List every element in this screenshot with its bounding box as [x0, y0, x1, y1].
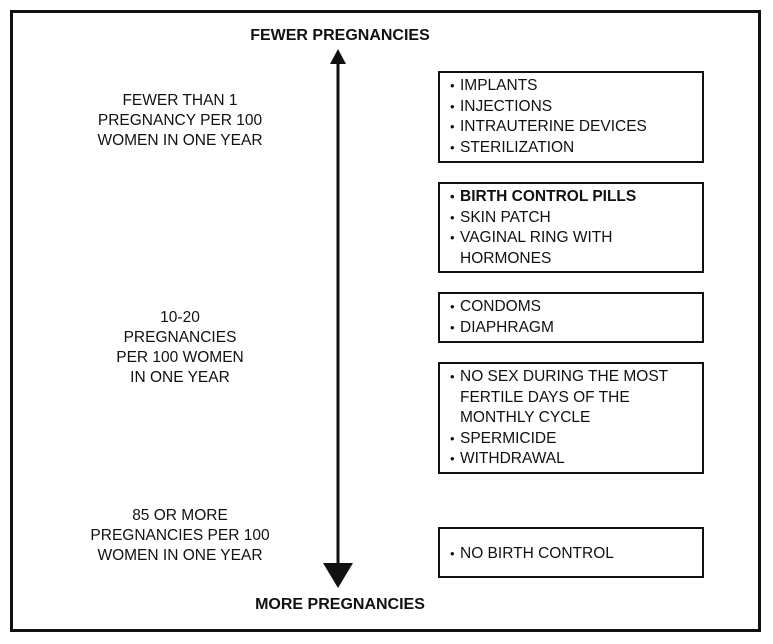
- bullet-icon: •: [450, 119, 455, 134]
- method-text: DIAPHRAGM: [460, 318, 554, 336]
- bullet-icon: •: [450, 451, 455, 466]
- method-text: INJECTIONS: [460, 97, 553, 115]
- diagram-frame: [10, 10, 761, 632]
- method-text: NO SEX DURING THE MOST FERTILE DAYS OF T…: [460, 368, 668, 426]
- method-text: IMPLANTS: [460, 77, 538, 94]
- method-text: VAGINAL RING WITH HORMONES: [460, 229, 613, 267]
- left-label-line: PREGNANCIES PER 100: [90, 527, 270, 544]
- bullet-icon: •: [450, 319, 455, 335]
- method-box-barrier: • CONDOMS • DIAPHRAGM: [438, 292, 704, 343]
- method-text: SPERMICIDE: [460, 429, 557, 447]
- method-box-none: • NO BIRTH CONTROL: [438, 527, 704, 578]
- left-label-fewer-than-1: FEWER THAN 1 PREGNANCY PER 100 WOMEN IN …: [50, 91, 310, 151]
- list-item: • INJECTIONS: [450, 97, 694, 118]
- list-item: • SKIN PATCH: [450, 208, 694, 229]
- list-item: • NO BIRTH CONTROL: [450, 544, 694, 565]
- method-box-behavioral: • NO SEX DURING THE MOST FERTILE DAYS OF …: [438, 362, 704, 474]
- bullet-icon: •: [450, 546, 455, 561]
- method-box-hormonal: • BIRTH CONTROL PILLS • SKIN PATCH • VAGINA…: [438, 182, 704, 273]
- bullet-icon: •: [450, 78, 455, 93]
- method-text: STERILIZATION: [460, 138, 575, 156]
- list-item: • CONDOMS: [450, 297, 694, 318]
- bullet-icon: •: [450, 299, 455, 314]
- left-label-line: IN ONE YEAR: [130, 369, 230, 386]
- method-text: INTRAUTERINE DEVICES: [460, 118, 647, 135]
- arrow-up-head-icon: [330, 49, 346, 64]
- left-label-line: FEWER THAN 1: [122, 92, 238, 109]
- bullet-icon: •: [450, 369, 455, 384]
- left-label-line: WOMEN IN ONE YEAR: [97, 547, 263, 564]
- list-item: • BIRTH CONTROL PILLS: [450, 187, 694, 208]
- fewer-pregnancies-label: FEWER PREGNANCIES: [250, 27, 430, 44]
- list-item: • SPERMICIDE: [450, 429, 694, 450]
- left-label-line: PREGNANCIES: [123, 329, 237, 346]
- list-item: • DIAPHRAGM: [450, 318, 694, 339]
- method-text: WITHDRAWAL: [460, 450, 565, 467]
- arrow-down-head-icon: [323, 563, 353, 588]
- list-item: • VAGINAL RING WITH HORMONES: [450, 228, 694, 269]
- more-pregnancies-label: MORE PREGNANCIES: [255, 596, 425, 613]
- left-label-line: PREGNANCY PER 100: [97, 112, 263, 129]
- left-label-85-or-more: 85 OR MORE PREGNANCIES PER 100 WOMEN IN …: [50, 506, 310, 566]
- list-item: • IMPLANTS: [450, 76, 694, 97]
- method-text: CONDOMS: [460, 298, 541, 315]
- method-text: BIRTH CONTROL PILLS: [460, 188, 637, 205]
- left-label-line: 85 OR MORE: [132, 507, 228, 524]
- bullet-icon: •: [450, 189, 455, 204]
- bullet-icon: •: [450, 139, 455, 155]
- left-label-line: PER 100 WOMEN: [116, 349, 244, 366]
- effectiveness-arrow: [323, 49, 353, 588]
- list-item: • STERILIZATION: [450, 138, 694, 159]
- list-item: • NO SEX DURING THE MOST FERTILE DAYS OF …: [450, 367, 694, 429]
- list-item: • INTRAUTERINE DEVICES: [450, 117, 694, 138]
- bullet-icon: •: [450, 230, 455, 245]
- left-label-10-20: 10-20 PREGNANCIES PER 100 WOMEN IN ONE Y…: [50, 308, 310, 388]
- left-label-line: WOMEN IN ONE YEAR: [97, 132, 263, 149]
- method-text: SKIN PATCH: [460, 208, 551, 226]
- bullet-icon: •: [450, 209, 455, 225]
- method-text: NO BIRTH CONTROL: [460, 545, 614, 562]
- method-box-most-effective: • IMPLANTS • INJECTIONS • INTRAUTERINE DEVI…: [438, 71, 704, 163]
- bullet-icon: •: [450, 430, 455, 446]
- bullet-icon: •: [450, 98, 455, 114]
- left-label-line: 10-20: [160, 309, 200, 326]
- list-item: • WITHDRAWAL: [450, 449, 694, 470]
